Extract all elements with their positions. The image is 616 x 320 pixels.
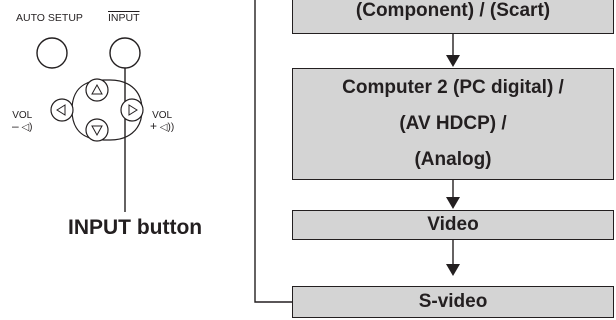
flow-box-s-video: S-video [292, 286, 614, 318]
up-arrow-icon [91, 83, 103, 95]
left-arrow-icon [56, 104, 66, 116]
vol-plus-label: VOL + ◁)) [150, 110, 174, 133]
flow-box-text: Video [427, 214, 479, 235]
input-button[interactable] [109, 37, 141, 69]
flow-box-text: Computer 2 (PC digital) / [342, 77, 564, 98]
flow-arrow [446, 180, 460, 209]
speaker-high-icon: ◁)) [159, 122, 175, 133]
input-label: INPUT [108, 12, 140, 24]
flow-box-text: (AV HDCP) / [399, 113, 507, 134]
up-button[interactable] [85, 78, 109, 102]
vol-plus-text: VOL [152, 110, 173, 121]
auto-setup-button[interactable] [36, 37, 68, 69]
vol-minus-label: VOL – ◁) [12, 110, 33, 133]
flow-box-text: (Component) / (Scart) [355, 0, 551, 21]
loop-back-line [254, 0, 292, 303]
vol-minus-text: VOL [12, 110, 33, 121]
down-arrow-icon [91, 125, 103, 137]
flow-box-component-scart: (Component) / (Scart) [292, 0, 614, 34]
flow-box-computer2: Computer 2 (PC digital) / (AV HDCP) / (A… [292, 68, 614, 180]
flow-box-video: Video [292, 210, 614, 240]
left-button[interactable] [50, 98, 74, 122]
flow-arrow [446, 34, 460, 67]
down-button[interactable] [85, 118, 109, 142]
vol-minus-sign: – [12, 119, 19, 133]
flow-box-text: S-video [418, 291, 488, 312]
input-button-caption: INPUT button [68, 216, 203, 239]
right-arrow-icon [128, 104, 138, 116]
flow-box-text: (Analog) [414, 149, 492, 170]
right-button[interactable] [120, 98, 144, 122]
speaker-low-icon: ◁) [21, 122, 33, 133]
vol-plus-sign: + [150, 119, 158, 133]
auto-setup-label: AUTO SETUP [16, 12, 83, 24]
flow-arrow [446, 240, 460, 276]
